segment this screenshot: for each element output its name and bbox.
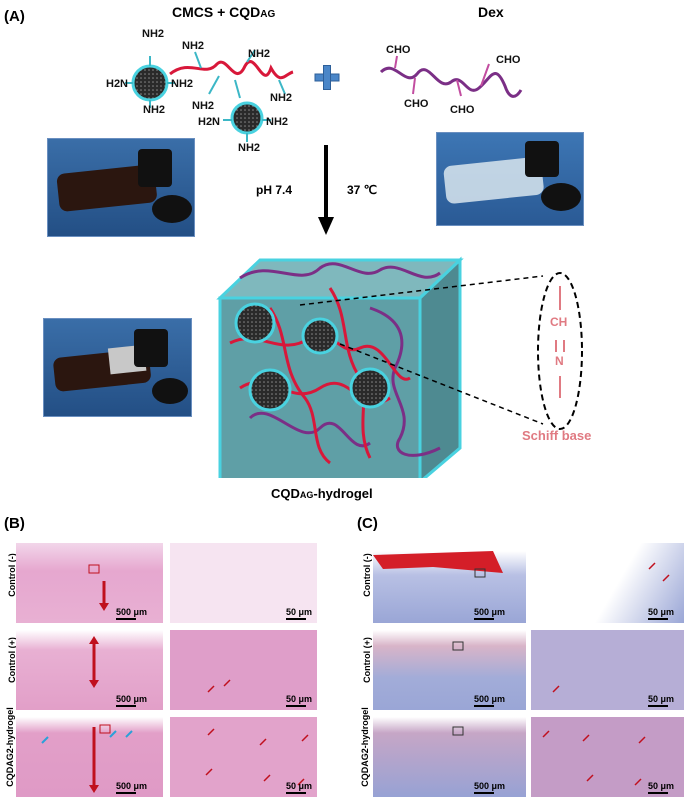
schiff-base-label: Schiff base (522, 428, 592, 443)
bond-ch-label: CH (550, 315, 568, 329)
he-stain-low-mag-control-positive (16, 630, 163, 710)
scale-bar (116, 705, 136, 707)
nh2-label: NH2 (192, 100, 215, 112)
scale-bar-label: 500 μm (116, 781, 148, 791)
scale-bar (474, 792, 494, 794)
cho-label: CHO (404, 98, 429, 110)
nh2-label: NH2 (171, 78, 194, 90)
condition-temperature: 37 ℃ (347, 183, 378, 197)
reaction-arrow-icon (318, 145, 334, 235)
scale-bar-label: 50 μm (648, 694, 675, 704)
scale-bar (286, 705, 306, 707)
product-hydrogel-title: CQDAG-hydrogel (271, 486, 373, 501)
cmcs-polymer-chain (169, 60, 294, 80)
scale-bar (286, 618, 306, 620)
scale-bar-label: 500 μm (116, 694, 148, 704)
scale-bar (474, 618, 494, 620)
vial-photo-dex (436, 132, 584, 226)
carbon-quantum-dot (234, 302, 276, 344)
dextran-polymer-chain (379, 66, 523, 98)
panel-a-label: (A) (4, 8, 25, 25)
nh2-label: NH2 (142, 28, 165, 40)
masson-stain-low-mag-control-positive (373, 630, 526, 710)
nh2-label: NH2 (248, 48, 271, 60)
row-label-hydrogel: CQDAG2-hydrogel (360, 707, 370, 787)
scale-bar-label: 50 μm (648, 781, 675, 791)
masson-stain-low-mag-control-negative (373, 543, 526, 623)
nh2-label: NH2 (270, 92, 293, 104)
reactant-dex-title: Dex (478, 4, 504, 20)
condition-ph: pH 7.4 (256, 183, 293, 197)
carbon-quantum-dot (301, 317, 339, 355)
nh2-label: NH2 (143, 104, 166, 116)
scale-bar-label: 50 μm (286, 607, 313, 617)
hydrogel-cube-diagram (216, 256, 583, 478)
schiff-base-zoom (537, 272, 583, 430)
scale-bar (648, 792, 668, 794)
vial-photo-hydrogel (43, 318, 192, 417)
he-stain-high-mag-hydrogel (170, 717, 317, 797)
cube-side-face (418, 256, 462, 478)
he-stain-low-mag-control-negative (16, 543, 163, 623)
carbon-quantum-dot (349, 367, 391, 409)
he-stain-high-mag-control-positive (170, 630, 317, 710)
row-label-hydrogel: CQDAG2-hydrogel (5, 707, 15, 787)
he-stain-low-mag-hydrogel (16, 717, 163, 797)
scale-bar-label: 500 μm (474, 781, 506, 791)
scale-bar (648, 705, 668, 707)
carbon-quantum-dot-2 (230, 101, 264, 135)
reaction-scheme-top (125, 49, 523, 142)
masson-stain-high-mag-hydrogel (531, 717, 684, 797)
plus-icon (314, 65, 340, 90)
cho-label: CHO (496, 54, 521, 66)
scale-bar (648, 618, 668, 620)
nh2-label: NH2 (238, 142, 261, 154)
masson-stain-high-mag-control-positive (531, 630, 684, 710)
scale-bar-label: 500 μm (116, 607, 148, 617)
scale-bar (286, 792, 306, 794)
scale-bar-label: 50 μm (286, 694, 313, 704)
scale-bar-label: 50 μm (648, 607, 675, 617)
vial-photo-cmcs-cqd (47, 138, 195, 237)
scale-bar (116, 618, 136, 620)
scale-bar (474, 705, 494, 707)
he-stain-high-mag-control-negative (170, 543, 317, 623)
nh2-label: NH2 (182, 40, 205, 52)
masson-stain-low-mag-hydrogel (373, 717, 526, 797)
reactant-cmcs-cqd-title: CMCS + CQDAG (172, 4, 276, 20)
scale-bar-label: 500 μm (474, 694, 506, 704)
nh2-label: NH2 (266, 116, 289, 128)
scale-bar-label: 500 μm (474, 607, 506, 617)
masson-stain-high-mag-control-negative (531, 543, 684, 623)
scale-bar (116, 792, 136, 794)
cho-label: CHO (386, 44, 411, 56)
h2n-label: H2N (106, 78, 129, 90)
carbon-quantum-dot (248, 368, 292, 412)
panel-c-label: (C) (357, 515, 378, 532)
row-label-control-negative: Control (-) (362, 553, 372, 597)
scale-bar-label: 50 μm (286, 781, 313, 791)
cho-label: CHO (450, 104, 475, 116)
panel-b-label: (B) (4, 515, 25, 532)
bond-n-label: N (555, 354, 564, 368)
row-label-control-positive: Control (+) (362, 637, 372, 683)
h2n-label: H2N (198, 116, 221, 128)
carbon-quantum-dot-1 (131, 64, 169, 102)
